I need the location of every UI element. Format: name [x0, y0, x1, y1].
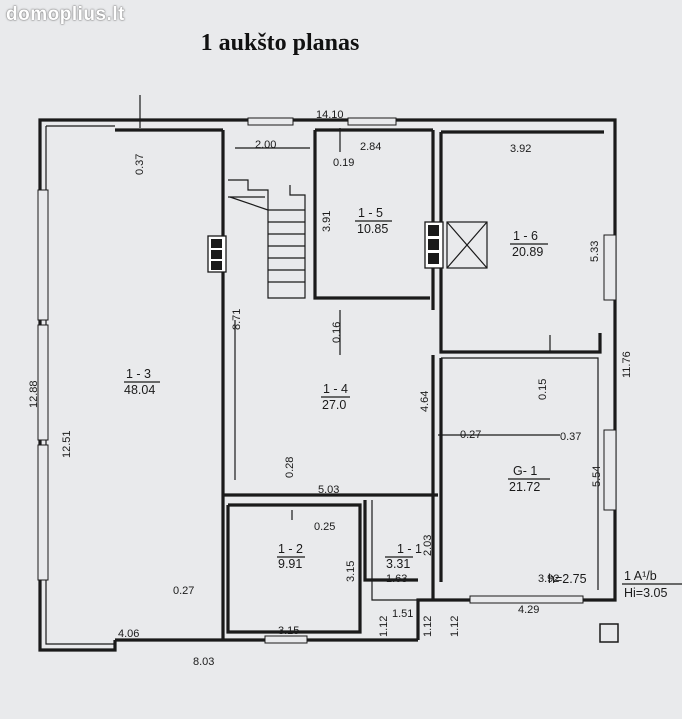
dimension-labels: 14.10 2.00 2.84 3.92 0.37 0.19 3.91 5.33…	[28, 109, 633, 668]
dim-0-15: 0.15	[537, 379, 549, 400]
dim-0-27-mid: 0.27	[460, 429, 481, 441]
window-left-1	[37, 189, 49, 321]
window-left-3	[37, 324, 49, 441]
dim-12-88: 12.88	[28, 380, 40, 408]
dim-0-19: 0.19	[333, 157, 354, 169]
dim-2-84: 2.84	[360, 141, 381, 153]
room-1-6-id: 1 - 6	[513, 229, 538, 243]
dim-5-54: 5.54	[591, 466, 603, 487]
garage-door	[469, 595, 584, 604]
watermark-logo: domoplius.lt	[6, 4, 125, 25]
dim-8-71: 8.71	[231, 309, 243, 330]
dim-1-12-a: 1.12	[378, 616, 390, 637]
dim-1-12-c: 1.12	[449, 616, 461, 637]
dim-2-03: 2.03	[422, 535, 434, 556]
room-1-4-id: 1 - 4	[323, 382, 348, 396]
dim-0-37-right: 0.37	[560, 431, 581, 443]
window-right-2	[603, 429, 617, 511]
room-labels: 1 - 1 3.31 1 - 2 9.91 1 - 3 48.04 1 - 4 …	[124, 206, 550, 571]
plan-title: 1 aukšto planas	[200, 30, 360, 56]
dim-3-91: 3.91	[321, 211, 333, 232]
room-1-5-area: 10.85	[357, 222, 388, 236]
legend: h=2.75 1 A¹/b Hi=3.05	[548, 569, 682, 600]
dim-3-92-bottom: 3.92	[538, 573, 559, 585]
room-1-3-area: 48.04	[124, 383, 155, 397]
dim-3-15-h: 3.15	[278, 625, 299, 637]
dim-0-16: 0.16	[331, 322, 343, 343]
room-1-4-area: 27.0	[322, 398, 346, 412]
room-1-1-id: 1 - 1	[397, 542, 422, 556]
room-1-6-area: 20.89	[512, 245, 543, 259]
windows	[37, 117, 617, 644]
room-1-2-area: 9.91	[278, 557, 302, 571]
ventilation-shafts	[207, 221, 619, 643]
room-g-1-area: 21.72	[509, 480, 540, 494]
dim-12-51: 12.51	[61, 430, 73, 458]
window-left-2	[37, 444, 49, 581]
dim-2-00: 2.00	[255, 139, 276, 151]
window-right-1	[603, 234, 617, 301]
legend-class: 1 A¹/b	[624, 569, 657, 583]
dim-3-92-top: 3.92	[510, 143, 531, 155]
dim-0-25: 0.25	[314, 521, 335, 533]
dim-3-15-v: 3.15	[345, 561, 357, 582]
room-1-5-id: 1 - 5	[358, 206, 383, 220]
dim-5-33: 5.33	[589, 241, 601, 262]
ceiling-height: h=2.75	[548, 572, 587, 586]
dim-4-29: 4.29	[518, 604, 539, 616]
room-1-2-id: 1 - 2	[278, 542, 303, 556]
dim-0-37-left: 0.37	[134, 154, 146, 175]
window-bottom-1	[264, 635, 308, 644]
dim-4-06: 4.06	[118, 628, 139, 640]
dim-5-03: 5.03	[318, 484, 339, 496]
staircase	[228, 179, 306, 299]
dim-1-51: 1.51	[392, 608, 413, 620]
dim-1-63: 1.63	[386, 573, 407, 585]
dim-top-total: 14.10	[316, 109, 344, 121]
dim-8-03: 8.03	[193, 656, 214, 668]
room-g-1-id: G- 1	[513, 464, 537, 478]
window-top-2	[347, 117, 397, 126]
dim-0-27-left: 0.27	[173, 585, 194, 597]
dim-4-64: 4.64	[419, 391, 431, 412]
dim-11-76: 11.76	[621, 351, 633, 378]
room-1-3-id: 1 - 3	[126, 367, 151, 381]
dimension-lines	[139, 95, 560, 520]
dim-0-28: 0.28	[284, 457, 296, 478]
legend-height: Hi=3.05	[624, 586, 667, 600]
room-1-1-area: 3.31	[386, 557, 410, 571]
window-top-1	[247, 117, 294, 126]
dim-1-12-b: 1.12	[422, 616, 434, 637]
